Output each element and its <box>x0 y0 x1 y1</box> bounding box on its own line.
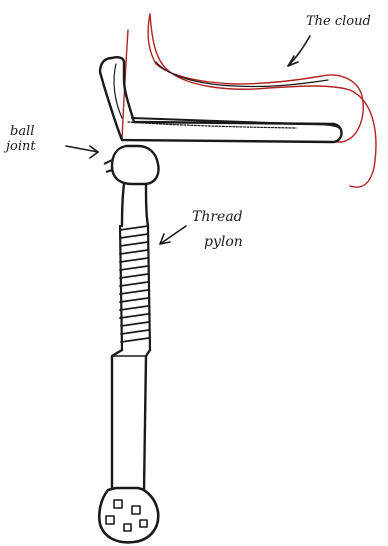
thread-pylon-label-line2: pylon <box>204 234 243 250</box>
ball-joint-label-line2: joint <box>3 139 36 154</box>
pylon-upper-tube <box>122 184 148 226</box>
foot-bar <box>100 57 342 142</box>
cloud-socket <box>122 14 376 187</box>
pylon-lower-tube <box>112 350 150 490</box>
thread-pylon-arrow <box>160 226 186 244</box>
ball-joint <box>104 146 158 184</box>
ball-joint-label-line1: ball <box>10 124 34 139</box>
cloud-label: The cloud <box>306 14 371 29</box>
thread-pylon-label-line1: Thread <box>192 209 243 225</box>
ball-joint-arrow <box>66 146 98 158</box>
cloud-arrow <box>288 36 310 66</box>
thread-section <box>120 226 150 350</box>
foot-block <box>99 488 158 542</box>
